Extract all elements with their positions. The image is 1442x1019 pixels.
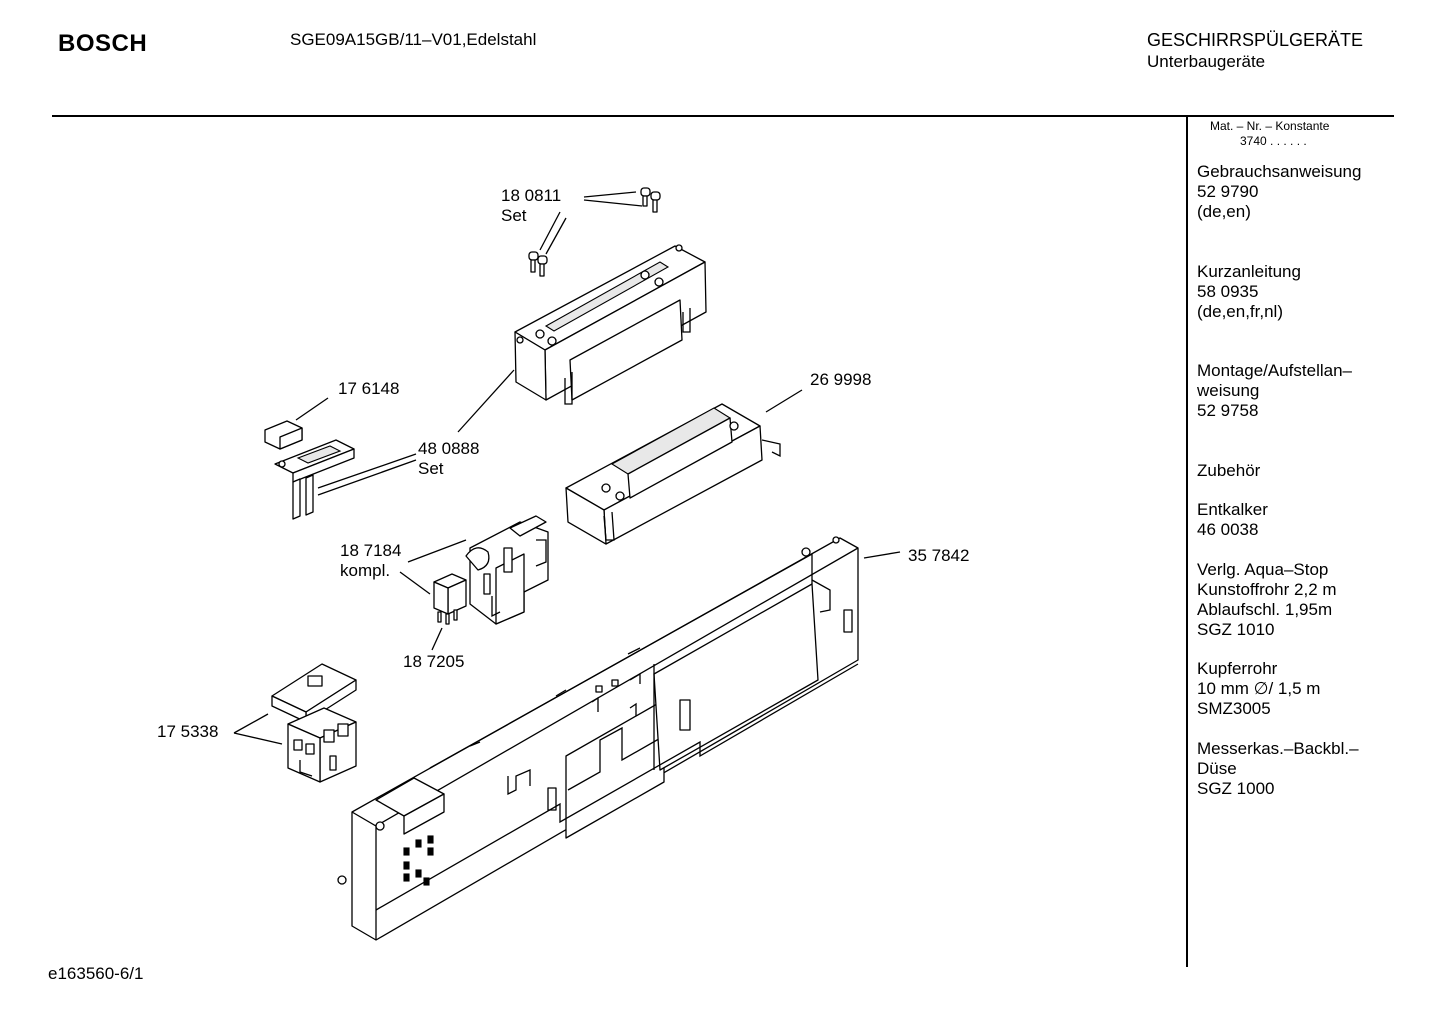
sidebar-block-manual: Gebrauchsanweisung 52 9790 (de,en) [1197, 162, 1361, 222]
display-module-part [264, 420, 355, 520]
micro-switch-part [433, 573, 467, 625]
model-number: SGE09A15GB/11–V01,Edelstahl [290, 30, 537, 49]
sidebar-line: Kupferrohr [1197, 659, 1278, 678]
sidebar-line: 58 0935 [1197, 282, 1259, 301]
sidebar-line: 10 mm ∅/ 1,5 m [1197, 679, 1321, 698]
brand-logo: BOSCH [58, 30, 148, 57]
sidebar-block-installation: Montage/Aufstellan– weisung 52 9758 [1197, 361, 1352, 421]
sidebar-block-descaler: Entkalker 46 0038 [1197, 500, 1268, 540]
leader-line [863, 551, 901, 559]
sidebar-line: (de,en,fr,nl) [1197, 302, 1283, 321]
sidebar-line: weisung [1197, 381, 1260, 400]
sidebar-line: Entkalker [1197, 500, 1268, 519]
sidebar-line: Kurzanleitung [1197, 262, 1301, 281]
part-qualifier: Set [418, 459, 444, 478]
part-label-main-housing: 35 7842 [908, 546, 969, 566]
sidebar-line: Montage/Aufstellan– [1197, 361, 1352, 380]
relay-part [271, 663, 357, 783]
material-constant-heading: Mat. – Nr. – Konstante [1210, 119, 1330, 133]
drawing-id: e163560-6/1 [48, 964, 144, 983]
leader-line [539, 191, 643, 255]
part-qualifier: kompl. [340, 561, 391, 580]
part-label-relay: 17 5338 [157, 722, 218, 742]
part-number: 18 0811 [501, 186, 562, 205]
sidebar-line: SMZ3005 [1197, 699, 1271, 718]
part-label-micro-switch: 18 7205 [403, 652, 464, 672]
sidebar-block-cutlery-nozzle: Messerkas.–Backbl.– Düse SGZ 1000 [1197, 739, 1359, 799]
part-number: 35 7842 [908, 546, 970, 565]
leader-line [399, 539, 467, 595]
part-label-control-panel: 48 0888 Set [418, 439, 479, 479]
sidebar-line: (de,en) [1197, 202, 1251, 221]
main-panel-housing-part [337, 536, 859, 941]
part-label-electronic-module: 26 9998 [810, 370, 871, 390]
part-number: 18 7184 [340, 541, 402, 560]
sidebar-line: Ablaufschl. 1,95m [1197, 600, 1333, 619]
sidebar-block-accessories: Zubehör [1197, 461, 1260, 481]
sidebar-block-copper-pipe: Kupferrohr 10 mm ∅/ 1,5 m SMZ3005 [1197, 659, 1320, 719]
part-label-screw-set: 18 0811 Set [501, 186, 561, 226]
control-panel-part [514, 244, 707, 405]
leader-line [233, 713, 283, 745]
sidebar-line: Gebrauchsanweisung [1197, 162, 1362, 181]
sidebar-line: 52 9790 [1197, 182, 1259, 201]
sidebar-line: Messerkas.–Backbl.– [1197, 739, 1359, 758]
sidebar-line: 52 9758 [1197, 401, 1259, 420]
appliance-subcategory: Unterbaugeräte [1147, 52, 1266, 71]
header-divider [52, 115, 1394, 117]
leader-line [295, 397, 417, 496]
sidebar-line: Zubehör [1197, 461, 1261, 480]
part-number: 17 5338 [157, 722, 219, 741]
leader-line [457, 369, 515, 433]
leader-line [765, 389, 803, 413]
sidebar-block-aqua-stop: Verlg. Aqua–Stop Kunstoffrohr 2,2 m Abla… [1197, 560, 1337, 640]
part-number: 26 9998 [810, 370, 872, 389]
sidebar-line: SGZ 1010 [1197, 620, 1275, 639]
part-number: 48 0888 [418, 439, 480, 458]
part-number: 17 6148 [338, 379, 400, 398]
part-label-switch-assembly: 18 7184 kompl. [340, 541, 401, 581]
material-constant-value: 3740 . . . . . . [1240, 134, 1307, 148]
part-qualifier: Set [501, 206, 527, 225]
part-number: 18 7205 [403, 652, 465, 671]
switch-assembly-part [465, 515, 549, 625]
part-label-display-module: 17 6148 [338, 379, 399, 399]
sidebar-block-short-guide: Kurzanleitung 58 0935 (de,en,fr,nl) [1197, 262, 1301, 322]
sidebar-line: Düse [1197, 759, 1237, 778]
sidebar-line: SGZ 1000 [1197, 779, 1275, 798]
sidebar-line: Verlg. Aqua–Stop [1197, 560, 1329, 579]
electronic-module-part [565, 403, 781, 545]
leader-line [431, 627, 443, 651]
sidebar-divider [1186, 117, 1188, 967]
screw-set-part [528, 187, 661, 277]
sidebar-line: 46 0038 [1197, 520, 1259, 539]
sidebar-line: Kunstoffrohr 2,2 m [1197, 580, 1337, 599]
appliance-category: GESCHIRRSPÜLGERÄTE [1147, 30, 1364, 50]
